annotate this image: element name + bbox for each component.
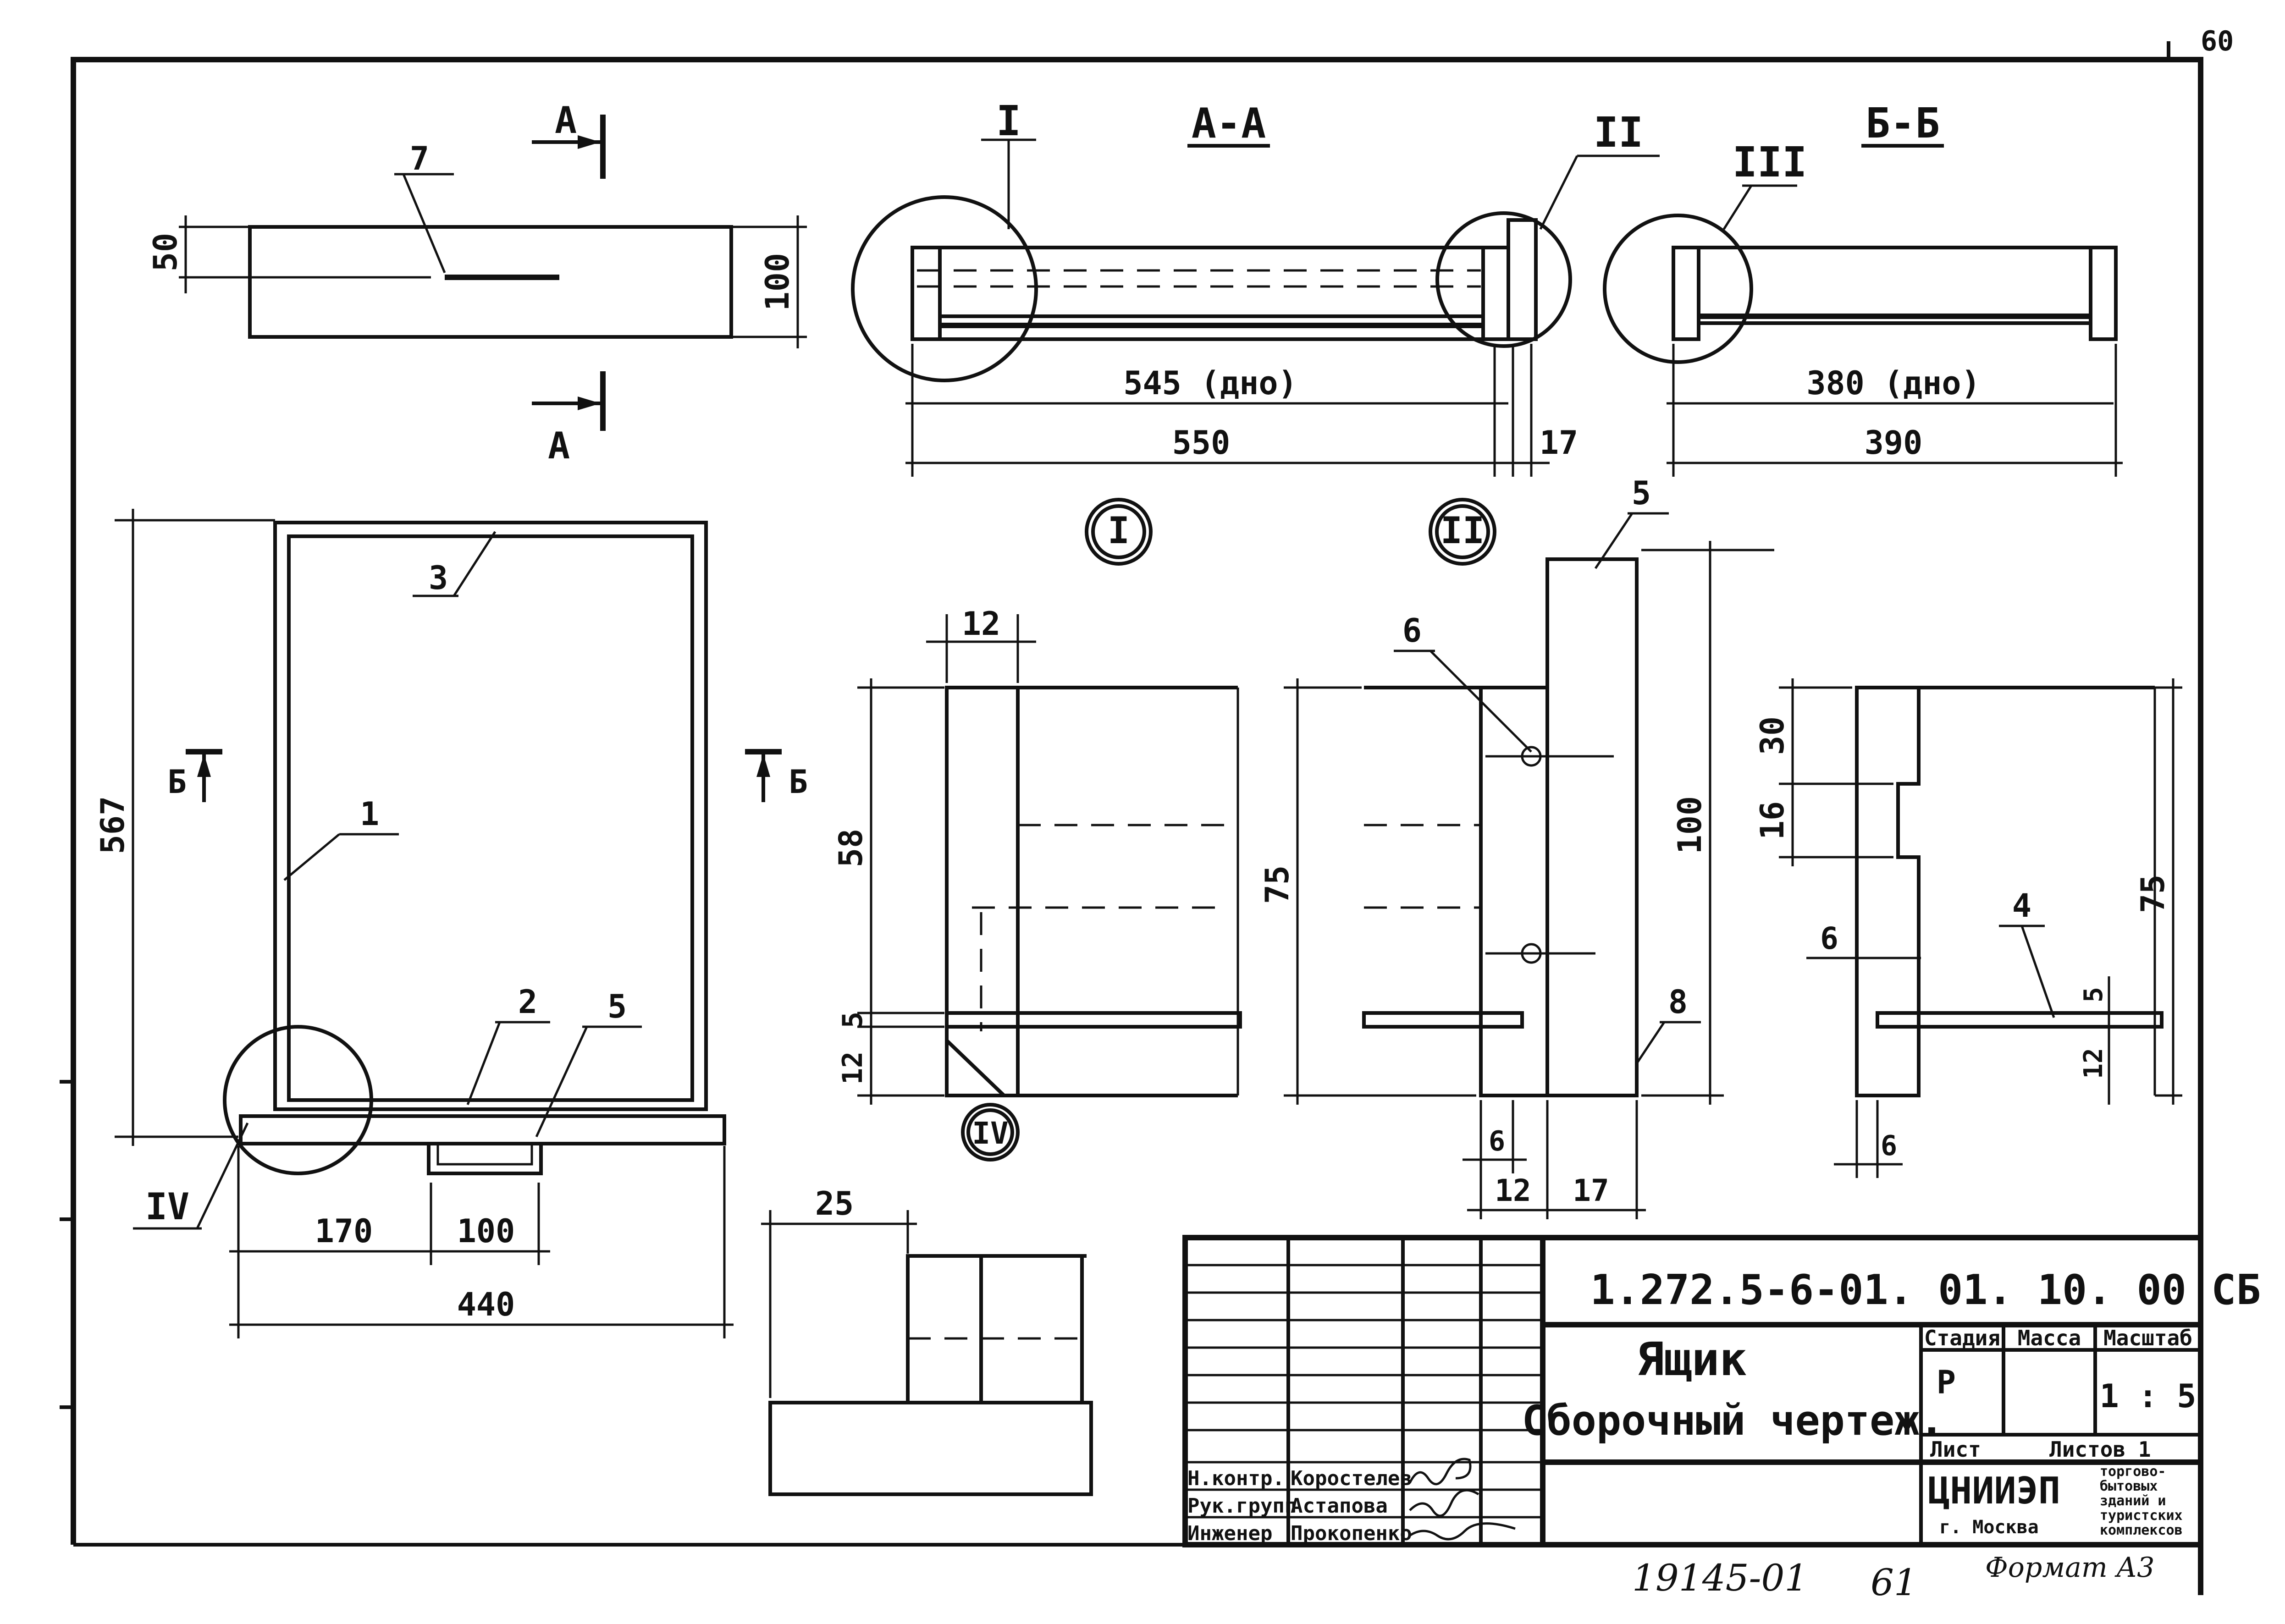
dim-6-III: 6 [1820, 921, 1838, 956]
dim-12-II: 12 [1495, 1173, 1531, 1208]
dim-6-II: 6 [1489, 1125, 1505, 1157]
dim-12-top: 12 [962, 605, 1000, 643]
dim-30: 30 [1754, 716, 1791, 755]
inventory-number: 19145-01 [1632, 1557, 1808, 1599]
title-block: 1.272.5-6-01. 01. 10. 00 СБ Ящик Сборочн… [1182, 1235, 2261, 1547]
view-plan-main: 567 Б Б 1 3 2 5 IV 170 100 440 [94, 509, 808, 1338]
dim-16: 16 [1754, 801, 1791, 840]
view-section-aa: А-А I II 545 (дно) 550 17 [851, 97, 1660, 477]
sheet-frame: 60 [60, 25, 2234, 1595]
name-3: Прокопенко [1291, 1522, 1412, 1545]
name-1: Коростелев [1291, 1467, 1412, 1490]
name-2: Астапова [1291, 1494, 1388, 1518]
dim-50: 50 [147, 233, 184, 271]
sheets-label: Листов 1 [2049, 1437, 2151, 1462]
label-pos-2: 2 [518, 983, 537, 1021]
doc-code: 1.272.5-6-01. 01. 10. 00 СБ [1590, 1266, 2261, 1314]
detail-mark-IV-main: IV [145, 1185, 189, 1228]
title-name-line2: Сборочный чертеж. [1522, 1397, 1944, 1445]
role-1: Н.контр. [1187, 1467, 1285, 1490]
cut-label-b-right: Б [789, 763, 808, 801]
dim-390: 390 [1865, 424, 1922, 462]
org-desc-4: туристских [2100, 1508, 2183, 1524]
detail-mark-II: II [1594, 109, 1643, 157]
org-name: ЦНИИЭП [1928, 1470, 2060, 1512]
dim-58: 58 [832, 829, 870, 867]
dim-440: 440 [457, 1286, 515, 1323]
org-desc-2: бытовых [2100, 1478, 2158, 1494]
dim-12-III: 12 [2079, 1048, 2108, 1079]
dim-545: 545 (дно) [1123, 364, 1297, 402]
dim-25: 25 [815, 1185, 854, 1222]
dim-6b-III: 6 [1881, 1130, 1897, 1162]
cut-label-a-top: А [555, 99, 577, 142]
org-desc-3: зданий и [2100, 1493, 2166, 1509]
cut-label-a-bottom: А [548, 424, 570, 467]
detail-mark-I: I [996, 97, 1021, 145]
dim-567: 567 [94, 796, 132, 854]
title-name-line1: Ящик [1637, 1332, 1747, 1386]
org-desc-5: комплексов [2100, 1522, 2183, 1538]
hdr-mass: Масса [2018, 1326, 2081, 1350]
page-number-top: 60 [2201, 25, 2234, 57]
label-pos-4: 4 [2012, 887, 2031, 925]
role-3: Инженер [1187, 1522, 1272, 1545]
dim-550: 550 [1172, 424, 1230, 462]
dim-100-II: 100 [1671, 796, 1709, 854]
label-pos-5-II: 5 [1632, 474, 1651, 512]
hdr-scale: Масштаб [2103, 1326, 2192, 1350]
label-pos-1: 1 [360, 795, 379, 833]
sheet-label: Лист [1930, 1437, 1981, 1462]
dim-100-plan: 100 [457, 1212, 515, 1250]
label-pos-5: 5 [607, 988, 627, 1025]
dim-5-III: 5 [2079, 987, 2108, 1002]
signature-3 [1409, 1522, 1516, 1541]
org-desc-1: торгово- [2100, 1464, 2166, 1480]
hdr-stage: Стадия [1924, 1326, 2000, 1350]
label-pos-8: 8 [1668, 983, 1688, 1021]
label-pos-3: 3 [429, 559, 448, 597]
view-detail-I: I IV 12 58 5 12 [832, 498, 1242, 1162]
stage-value: Р [1937, 1364, 1956, 1401]
org-city: г. Москва [1939, 1517, 2039, 1538]
detail-mark-III: III [1733, 138, 1807, 187]
cut-label-b-left: Б [167, 763, 187, 801]
dim-170: 170 [315, 1212, 373, 1250]
view-section-bb: Б-Б III 380 (дно) 390 [1603, 99, 2123, 477]
dim-100: 100 [759, 253, 796, 311]
view-plan-small: 7 50 100 А А [147, 99, 807, 467]
dim-75-II: 75 [1258, 865, 1296, 904]
format-label: Формат А3 [1985, 1552, 2154, 1584]
sheet-number: 61 [1871, 1561, 1917, 1604]
dim-17-II: 17 [1573, 1173, 1609, 1208]
section-bb-title: Б-Б [1866, 99, 1940, 148]
section-aa-title: А-А [1192, 99, 1266, 148]
signature-1 [1408, 1458, 1472, 1486]
label-pos-6: 6 [1402, 612, 1422, 650]
dim-75-III: 75 [2134, 875, 2172, 913]
dim-380: 380 (дно) [1806, 364, 1980, 402]
label-pos-7: 7 [410, 140, 429, 177]
detail-I-label: I [1108, 509, 1130, 552]
dim-17: 17 [1540, 424, 1578, 462]
view-detail-III: 4 30 16 6 75 5 12 6 [1754, 678, 2182, 1178]
detail-II-label: II [1441, 509, 1485, 552]
dim-12-I: 12 [837, 1051, 869, 1085]
signature-2 [1409, 1489, 1479, 1517]
scale-value: 1 : 5 [2100, 1377, 2197, 1415]
role-2: Рук.групп [1187, 1494, 1297, 1518]
dim-5-I: 5 [837, 1012, 869, 1028]
detail-mark-IV: IV [972, 1116, 1008, 1151]
view-detail-II: II 6 5 8 75 100 6 12 [1258, 474, 1774, 1219]
view-detail-IV: 25 [761, 1185, 1093, 1496]
